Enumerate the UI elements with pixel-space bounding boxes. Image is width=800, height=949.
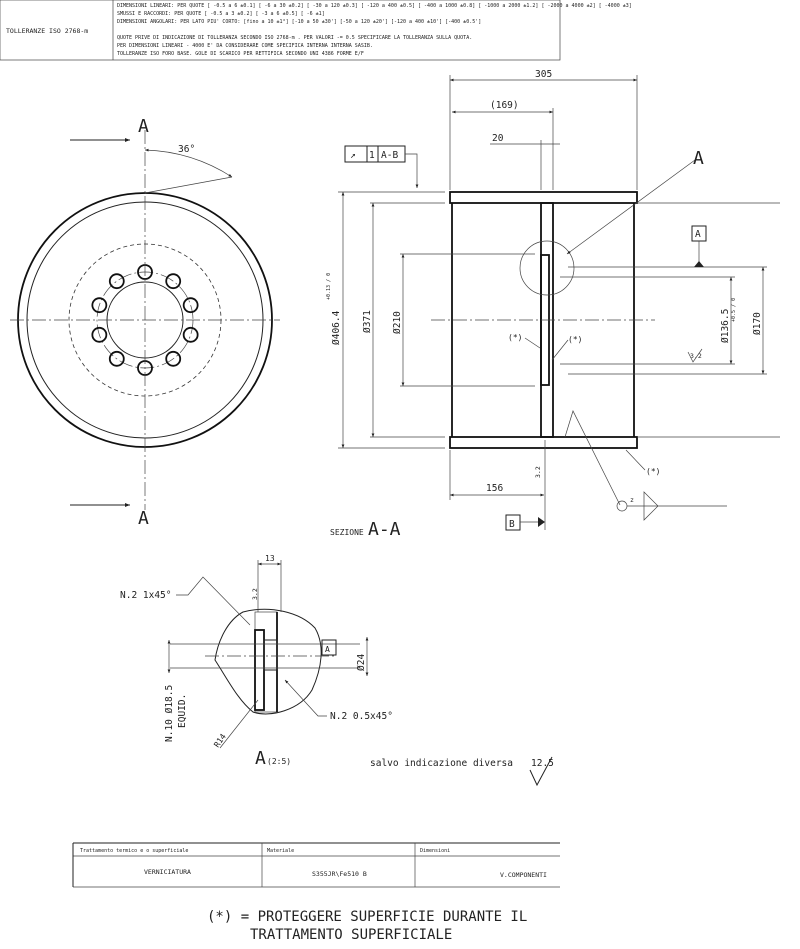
roughness-value: 3.2 — [690, 352, 702, 360]
runout-tolerance: 1 — [369, 150, 375, 161]
header-line: DIMENSIONI LINEARI: PER QUOTE [ -0.5 a 6… — [117, 3, 632, 9]
roughness-value-web: 3.2 — [534, 466, 542, 478]
header-material: Materiale — [267, 848, 294, 854]
dim-outer-diameter: Ø406.4 — [331, 310, 342, 345]
dim-web-offset: 156 — [486, 483, 503, 494]
datum-b-label: B — [509, 519, 515, 530]
dim-hub-diameter: Ø170 — [752, 312, 763, 335]
dim-bolt-circle: Ø210 — [392, 311, 403, 334]
front-view: 36° A A — [10, 116, 280, 529]
weld-number: z — [630, 496, 634, 504]
header-line: SMUSSI E RACCORDI: PER QUOTE [ -0.5 a 3 … — [117, 11, 325, 17]
datum-a-label: A — [695, 229, 701, 240]
runout-symbol: ↗ — [350, 150, 356, 161]
bolt-hole — [91, 326, 108, 343]
bolt-hole — [182, 326, 199, 343]
value-material: S355JR\Fe510 B — [312, 870, 367, 878]
title-table: Trattamento termico e o superficiale Mat… — [72, 842, 560, 888]
holes-note: EQUID. — [177, 694, 188, 728]
bolt-hole — [165, 350, 182, 367]
holes-callout: N.10 Ø18.5 — [164, 685, 175, 742]
bolt-hole — [182, 297, 199, 314]
detail-title: A — [255, 748, 266, 769]
dim-overall-length: 305 — [535, 69, 552, 80]
chamfer-inner-callout: N.2 0.5x45° — [330, 711, 393, 722]
footnote-line-1: (*) = PROTEGGERE SUPERFICIE DURANTE IL — [207, 909, 527, 925]
footnote-line-2: TRATTAMENTO SUPERFICIALE — [250, 927, 452, 943]
dim-bore: Ø136.5 — [720, 309, 731, 343]
surface-note-left: (*) — [508, 333, 522, 342]
general-roughness-value: 12.5 — [531, 758, 554, 769]
dim-inner-diameter: Ø371 — [362, 310, 373, 333]
general-roughness-text: salvo indicazione diversa — [370, 758, 513, 769]
dim-diameter: Ø24 — [356, 654, 367, 671]
chamfer-outer-callout: N.2 1x45° — [120, 590, 171, 601]
roughness-value: 3.2 — [251, 588, 259, 600]
header-line: QUOTE PRIVE DI INDICAZIONE DI TOLLERANZA… — [117, 35, 472, 41]
bolt-hole — [108, 350, 125, 367]
runout-datum: A-B — [381, 150, 398, 161]
value-dimensions: V.COMPONENTI — [500, 871, 547, 879]
surface-note-right: (*) — [568, 335, 582, 344]
bolt-hole — [165, 273, 182, 290]
dim-web-position: (169) — [490, 100, 519, 111]
header-line: PER DIMENSIONI LINEARI - 4000 E' DA CONS… — [117, 43, 373, 49]
tolerance-standard: TOLLERANZE ISO 2768-m — [6, 27, 88, 35]
value-treatment: VERNICIATURA — [144, 868, 191, 876]
section-view: 305 (169) 20 Ø406.4 +0.13 / 0 Ø371 Ø210 … — [326, 69, 780, 540]
detail-view: N.10 Ø18.5 EQUID. Ø24 A 13 3.2 N.2 1x45°… — [120, 554, 393, 769]
section-mark-top: A — [138, 116, 149, 137]
dim-outer-tolerance: +0.13 / 0 — [326, 273, 332, 300]
section-title-prefix: SEZIONE — [330, 528, 364, 537]
general-roughness-note: salvo indicazione diversa 12.5 — [370, 756, 554, 787]
tolerance-header: TOLLERANZE ISO 2768-m DIMENSIONI LINEARI… — [0, 0, 632, 61]
dim-web-thickness: 20 — [492, 133, 504, 144]
header-dimensions: Dimensioni — [420, 848, 450, 854]
section-title: A-A — [368, 519, 401, 540]
header-treatment: Trattamento termico e o superficiale — [80, 848, 188, 854]
bolt-hole — [91, 297, 108, 314]
section-mark-bottom: A — [138, 508, 149, 529]
surface-note-bottom: (*) — [646, 467, 660, 476]
bolt-holes — [91, 264, 199, 376]
detail-reference-label: A — [693, 148, 704, 169]
header-line: TOLLERANZE ISO FORO BASE. GOLE DI SCARIC… — [117, 51, 364, 57]
header-line: DIMENSIONI ANGOLARI: PER LATO PIU' CORTO… — [117, 19, 481, 25]
dim-width: 13 — [265, 554, 275, 563]
feature-control-frame: ↗ 1 A-B — [344, 145, 419, 188]
angle-label: 36° — [178, 144, 195, 155]
datum-label: A — [325, 645, 330, 654]
detail-scale: (2:5) — [267, 757, 291, 766]
bolt-hole — [108, 273, 125, 290]
dim-bore-tolerance: +0.5 / 0 — [731, 298, 737, 322]
